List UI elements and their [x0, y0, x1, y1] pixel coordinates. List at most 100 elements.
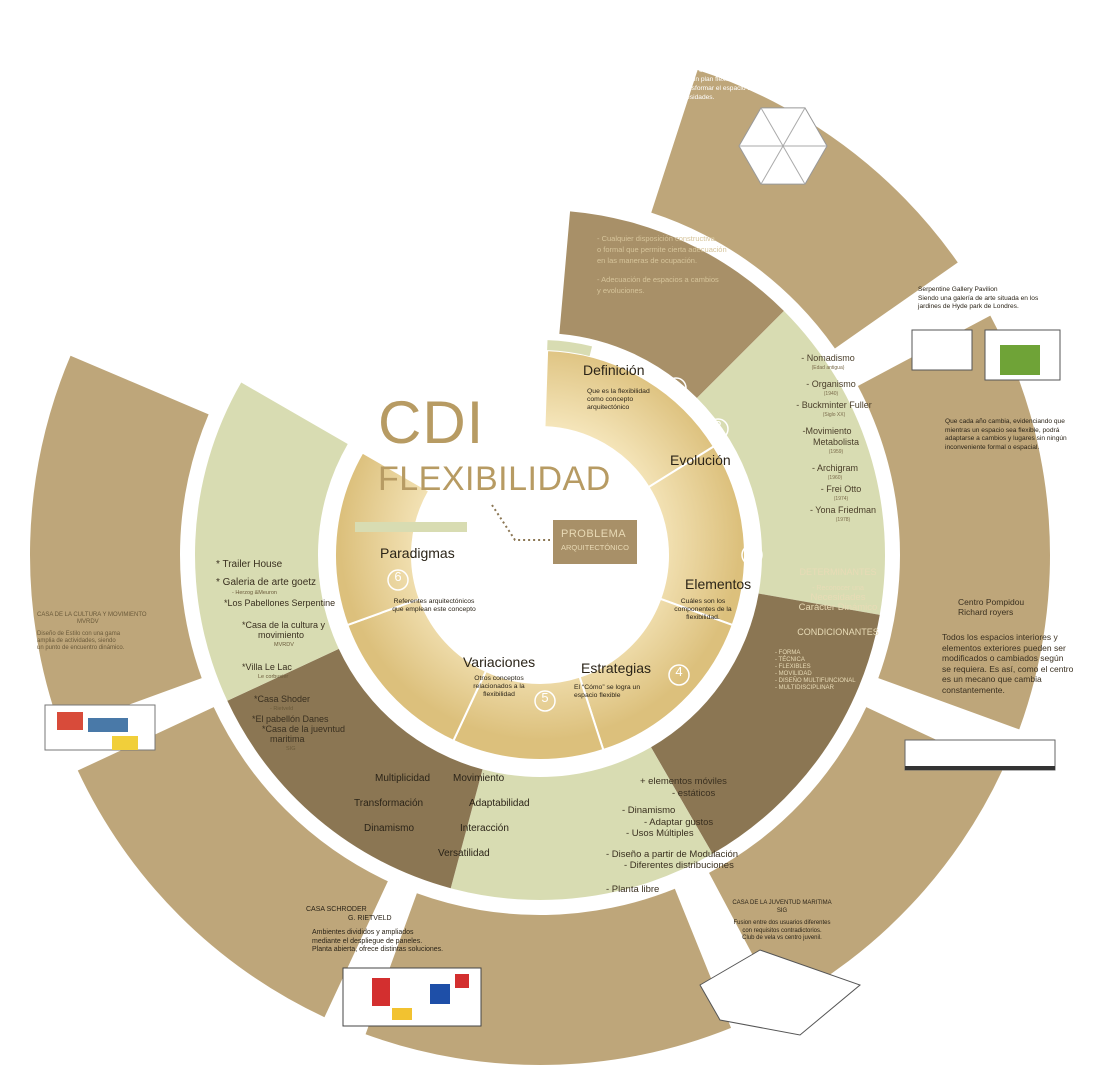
variacion-word: Dinamismo [364, 823, 415, 834]
schroder-line: mediante el despliegue de paneles. [312, 937, 423, 945]
evolucion-item-note: (1940) [823, 391, 839, 397]
cultura-drawing-red [57, 712, 83, 730]
paradigma-item: *Casa de la juevntud [262, 724, 390, 734]
panel-paradigmas [195, 382, 348, 701]
ring-group [29, 69, 1051, 1066]
panel-schroder [77, 707, 388, 1018]
condicionantes-title: CONDICIONANTES [797, 627, 879, 637]
condicionante-item: - FORMA [775, 650, 801, 656]
segment-text-estrategias: El “Cómo” se logra un espacio flexible [574, 684, 641, 699]
paradigmas-tab [355, 522, 467, 532]
evolucion-item-note: (1960) [827, 475, 843, 481]
definicion-line: y evoluciones. [597, 286, 645, 295]
fuller-line: Fuller generó un plan flexible que permi… [651, 76, 796, 83]
condicionante-item: - DISEÑO MULTIFUNCIONAL [775, 678, 856, 684]
pompidou-title-2: Richard royers [958, 607, 1014, 617]
evolucion-item-note: (1959) [828, 449, 844, 455]
condicionante-item: - MOVILIDAD [775, 671, 812, 677]
paradigma-item-label: * Galeria de arte goetz [216, 577, 317, 588]
paradigma-item: * Trailer House [216, 560, 390, 570]
evolucion-item: - Archigram (1960) [780, 463, 890, 483]
determinante-item: Carácter Dinámico [798, 601, 878, 613]
panel-variaciones [227, 648, 483, 889]
cultura-sub: MVRDV [77, 619, 99, 625]
paradigma-item-label: *Los Pabellones Serpentine [224, 598, 336, 608]
segment-title-paradigmas: Paradigmas [380, 545, 455, 561]
definicion-tab [547, 340, 593, 357]
juventud-line: Fusion entre dos usuarios diferentes [733, 920, 831, 926]
segment-number-2: 2 [714, 418, 722, 433]
paradigma-item-label: movimiento [258, 630, 305, 640]
cultura-drawing-yellow [112, 736, 138, 750]
evolucion-item-label: - Archigram [811, 463, 858, 473]
evolucion-item: - Nomadismo (Edad antigua) [766, 353, 890, 373]
evolucion-item-note: (Edad antigua) [811, 365, 845, 371]
evolucion-item: Metabolista(1959) [782, 437, 890, 457]
evolucion-item: - Organismo(1940) [772, 379, 890, 399]
segment-number-3: 3 [748, 544, 756, 559]
determinante-item: Necesidades [810, 592, 866, 603]
paradigma-item: *Los Pabellones Serpentine [224, 598, 390, 608]
variacion-word: Versatilidad [438, 848, 490, 859]
panel-pompidou [709, 707, 1003, 1006]
paradigma-item-label: *Casa de la juevntud [262, 724, 346, 734]
paradigma-item-note: - Herzog &Meuron [232, 590, 277, 596]
panel-estrategias [450, 747, 713, 900]
variacion-word: Transformación [354, 798, 424, 809]
evolucion-panel-text: - Nomadismo (Edad antigua) - Organismo(194… [770, 352, 890, 525]
juventud-title: CASA DE LA JUVENTUD MARITIMA [732, 900, 832, 906]
problema-sublabel: ARQUITECTÓNICO [561, 543, 629, 552]
dotted-connector [491, 504, 550, 541]
condicionante-item: - TÉCNICA [775, 657, 805, 663]
condicionante-item: - FLEXIBLES [775, 664, 811, 670]
pompidou-text: Todos los espacios interiores y elemento… [942, 632, 1073, 695]
schroder-line: Planta abierta, ofrece distintas solucio… [312, 946, 444, 953]
number-circle [534, 690, 556, 712]
estrategia-line: - Adaptar gustos [644, 816, 714, 828]
variacion-word: Interacción [460, 823, 509, 834]
variacion-word: Adaptabilidad [469, 798, 530, 809]
evolucion-item-label: - Nomadismo [801, 353, 855, 363]
estrategia-line: - Dinamismo [622, 805, 676, 816]
segment-text-elementos: Cuáles son los componentes de la flexibi… [674, 598, 732, 621]
definicion-line: - Adecuación de espacios a cambios [597, 275, 719, 284]
elementos-panel-text: DETERMINANTES - Reconocer una Necesidade… [783, 567, 893, 638]
cultura-drawing-blue [88, 718, 128, 732]
cultura-line: un punto de encuentro dinámico. [37, 645, 125, 651]
segment-text-variaciones: Otros conceptos relacionados a la flexib… [473, 675, 525, 698]
panel-serpentine [857, 315, 1051, 730]
evolucion-item-label: - Yona Friedman [809, 505, 877, 515]
schroder-line: Ambientes divididos y ampliados [312, 929, 414, 936]
number-circle [741, 544, 763, 566]
pompidou-line: se requiera. Es así, como el centro [942, 663, 1074, 674]
estrategia-line: - Diferentes distribuciones [624, 860, 734, 871]
evolucion-item-label: - Frei Otto [820, 484, 862, 494]
juventud-sub: SIG [776, 907, 788, 914]
segment-text-paradigmas: Referentes arquitectónicos que emplean e… [392, 598, 476, 613]
fuller-panel-text: La unidad de despliegue de FULLER Diseña… [651, 48, 808, 102]
pompidou-line: constantemente. [942, 684, 1005, 695]
segment-title-elementos: Elementos [685, 576, 752, 592]
definicion-panel-text: - Cualquier disposición constructiva o f… [597, 233, 727, 296]
pompidou-drawing-base [905, 766, 1055, 770]
evolucion-item-label: - Buckminter Fuller [796, 400, 872, 410]
paradigma-item-label: *Villa Le Lac [242, 662, 292, 672]
segment-title-definicion: Definición [583, 362, 645, 378]
schroder-text: CASA SCHRODER G. RIETVELD Ambientes divi… [306, 906, 443, 955]
paradigma-item-note: SIG [286, 746, 296, 752]
pompidou-title: Centro Pompidou Richard royers [958, 597, 1024, 617]
paradigma-item-note: Le corbusier [258, 674, 289, 680]
pompidou-line: elementos exteriores pueden ser [942, 642, 1066, 653]
paradigma-item-label: *El pabellón Danes [252, 714, 329, 724]
schroder-title: CASA SCHRODER [306, 906, 367, 913]
segment-number-6: 6 [394, 569, 402, 584]
problema-label: PROBLEMA [561, 528, 627, 540]
panel-definicion [559, 211, 784, 399]
paradigma-item-label: * Trailer House [216, 559, 283, 570]
serpentine-drawing-green [1000, 345, 1040, 375]
juventud-line: Club de vela vs centro juvenil. [742, 935, 822, 941]
fuller-line: con sus necesidades. [651, 94, 715, 101]
cultura-title: CASA DE LA CULTURA Y MOVIMIENTO [37, 612, 147, 618]
variacion-word: Multiplicidad [375, 773, 431, 784]
